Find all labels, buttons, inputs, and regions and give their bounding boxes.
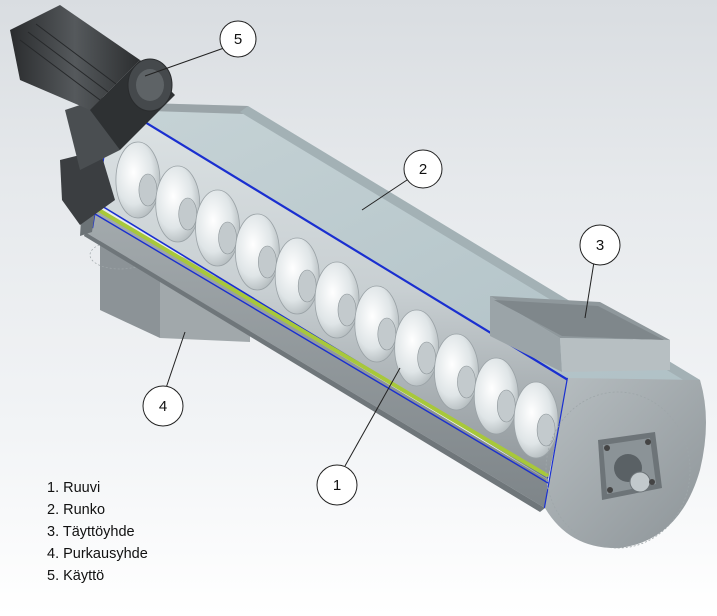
callout-2: 2 (403, 149, 443, 189)
screw-shaft-segment (178, 197, 198, 231)
drive-motor (10, 5, 175, 225)
parts-legend: 1. Ruuvi 2. Runko 3. Täyttöyhde 4. Purka… (47, 477, 148, 587)
legend-item-ruuvi: 1. Ruuvi (47, 480, 101, 496)
end-plate-bearing (545, 378, 706, 549)
callout-2-label: 2 (419, 161, 427, 178)
screw-shaft-segment (297, 269, 317, 303)
callout-3: 3 (579, 224, 621, 266)
screw-shaft-segment (258, 245, 277, 279)
screw-shaft-segment (496, 389, 516, 423)
screw-shaft-segment (377, 317, 397, 351)
screw-flights (115, 141, 559, 459)
legend-item-tayttoyhde: 3. Täyttöyhde (47, 524, 135, 540)
leader-2 (361, 177, 411, 211)
legend-item-purkausyhde: 4. Purkausyhde (47, 546, 148, 562)
screw-shaft-segment (457, 365, 476, 399)
callout-1-label: 1 (333, 477, 341, 494)
callout-4-label: 4 (159, 398, 167, 415)
screw-shaft-segment (138, 173, 158, 207)
leader-lines (144, 47, 595, 467)
inlet-hopper (490, 296, 670, 372)
screw-shaft-segment (218, 221, 237, 255)
callout-3-label: 3 (596, 237, 604, 254)
callout-1: 1 (316, 464, 358, 506)
callout-4: 4 (142, 385, 184, 427)
screw-shaft-segment (417, 341, 436, 375)
leader-3 (584, 261, 595, 319)
callout-5: 5 (219, 20, 257, 58)
leader-4 (165, 331, 186, 389)
leader-5 (144, 47, 225, 77)
trough-body (84, 205, 548, 512)
legend-item-kaytto: 5. Käyttö (47, 568, 105, 584)
screw-shaft-segment (337, 293, 357, 327)
callout-5-label: 5 (234, 31, 242, 48)
screw-shaft-segment (536, 413, 556, 447)
leader-1 (344, 367, 401, 467)
legend-item-runko: 2. Runko (47, 502, 106, 518)
